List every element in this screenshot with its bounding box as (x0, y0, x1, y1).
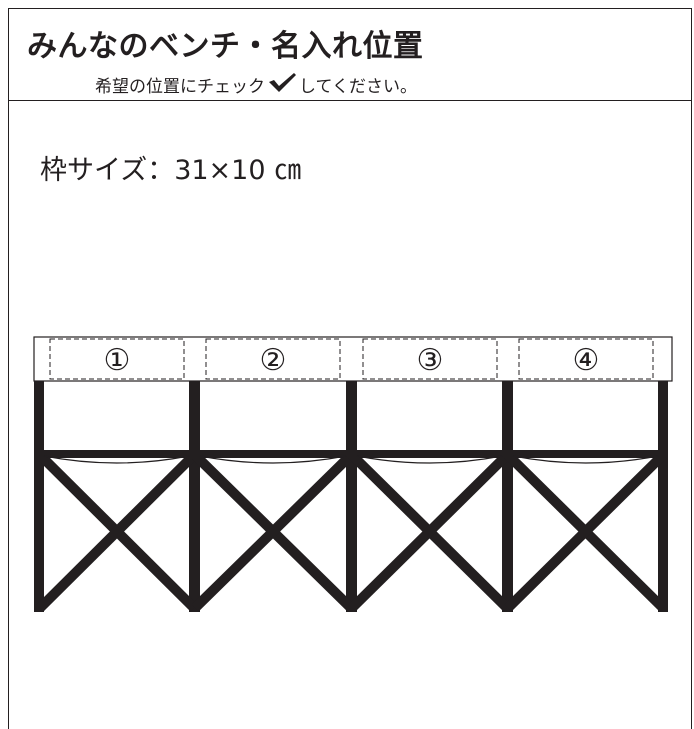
cross-brace (36, 451, 198, 612)
position-label-2: ② (260, 343, 287, 378)
cross-brace (504, 451, 667, 612)
bench-leg (34, 381, 44, 612)
bench-leg (658, 381, 668, 612)
instruction-after: してください。 (299, 77, 417, 97)
name-position-box[interactable] (362, 338, 498, 380)
canvas-curve (512, 455, 659, 464)
name-position-boxes (49, 338, 654, 380)
header: みんなのベンチ・名入れ位置 希望の位置にチェック してください。 (8, 8, 692, 101)
canvas-curve (356, 455, 503, 464)
position-label-3: ③ (417, 343, 444, 378)
cross-brace (191, 451, 355, 612)
canvas-curve (199, 455, 347, 464)
canvas-curve (43, 455, 190, 464)
checkmark-icon (267, 71, 297, 98)
instruction-text: 希望の位置にチェック してください。 (95, 71, 417, 98)
bench-leg (346, 381, 357, 612)
bench-leg (502, 381, 513, 612)
bench-leg (189, 381, 200, 612)
frame-size-label: 枠サイズ：31×10 ㎝ (40, 155, 302, 186)
cross-braces (36, 451, 667, 612)
brace-top-rail (40, 450, 665, 458)
position-label-1: ① (104, 343, 131, 378)
instruction-before: 希望の位置にチェック (95, 77, 265, 97)
position-label-4: ④ (573, 343, 600, 378)
canvas-sag (43, 455, 659, 464)
name-position-box[interactable] (49, 338, 185, 380)
bench-legs (34, 381, 668, 612)
cross-brace (348, 451, 511, 612)
bench-seat (33, 336, 673, 382)
page-title: みんなのベンチ・名入れ位置 (27, 29, 424, 64)
name-position-box[interactable] (205, 338, 341, 380)
name-position-box[interactable] (518, 338, 654, 380)
